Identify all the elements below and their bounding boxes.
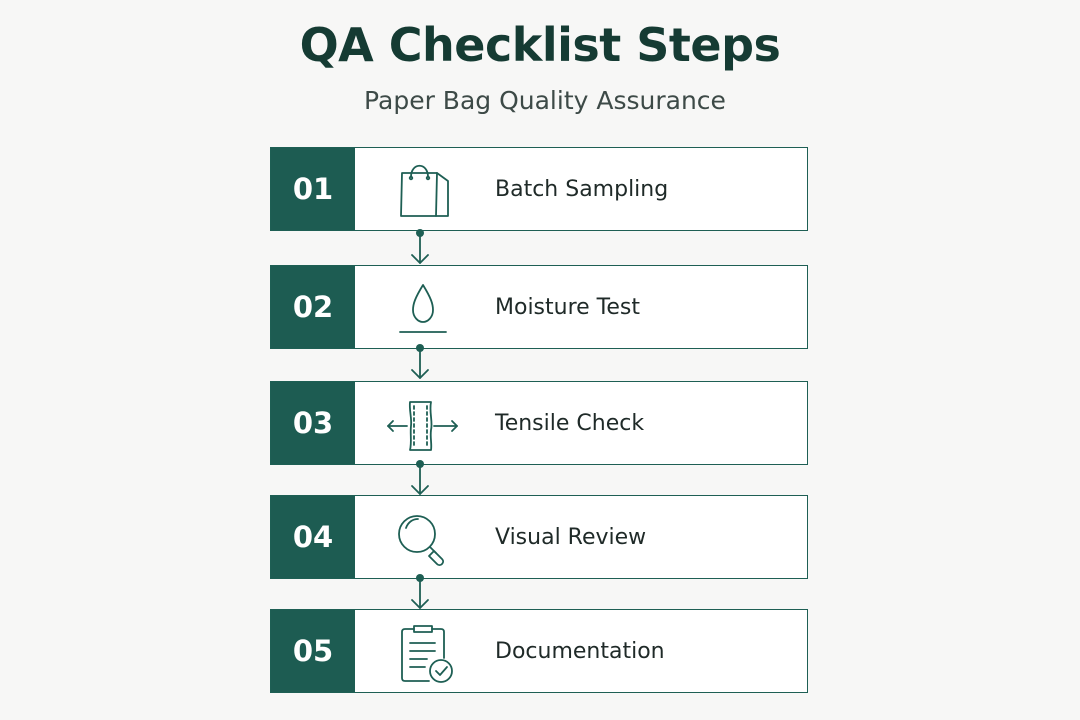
step-card-4: 04 Visual Review <box>270 495 808 579</box>
connector-arrow-2 <box>402 343 438 383</box>
magnifier-icon <box>383 502 463 572</box>
step-number-5: 05 <box>271 610 355 692</box>
connector-arrow-4 <box>402 573 438 613</box>
clipboard-check-icon <box>383 616 463 686</box>
step-label-5: Documentation <box>495 638 665 664</box>
step-label-4: Visual Review <box>495 524 647 550</box>
step-label-2: Moisture Test <box>495 294 640 320</box>
shopping-bag-icon <box>383 154 463 224</box>
step-number-3: 03 <box>271 382 355 464</box>
step-label-3: Tensile Check <box>495 410 645 436</box>
step-number-1: 01 <box>271 148 355 230</box>
step-label-1: Batch Sampling <box>495 176 669 202</box>
step-card-5: 05 Documentation <box>270 609 808 693</box>
step-card-3: 03 Tensile Check <box>270 381 808 465</box>
connector-arrow-1 <box>402 228 438 268</box>
step-card-1: 01 Batch Sampling <box>270 147 808 231</box>
step-card-2: 02 Moisture Test <box>270 265 808 349</box>
tensile-stretch-icon <box>383 388 463 458</box>
water-drop-icon <box>383 272 463 342</box>
step-number-2: 02 <box>271 266 355 348</box>
page-subtitle: Paper Bag Quality Assurance <box>364 86 726 115</box>
step-number-4: 04 <box>271 496 355 578</box>
page-title: QA Checklist Steps <box>299 18 781 72</box>
connector-arrow-3 <box>402 459 438 499</box>
